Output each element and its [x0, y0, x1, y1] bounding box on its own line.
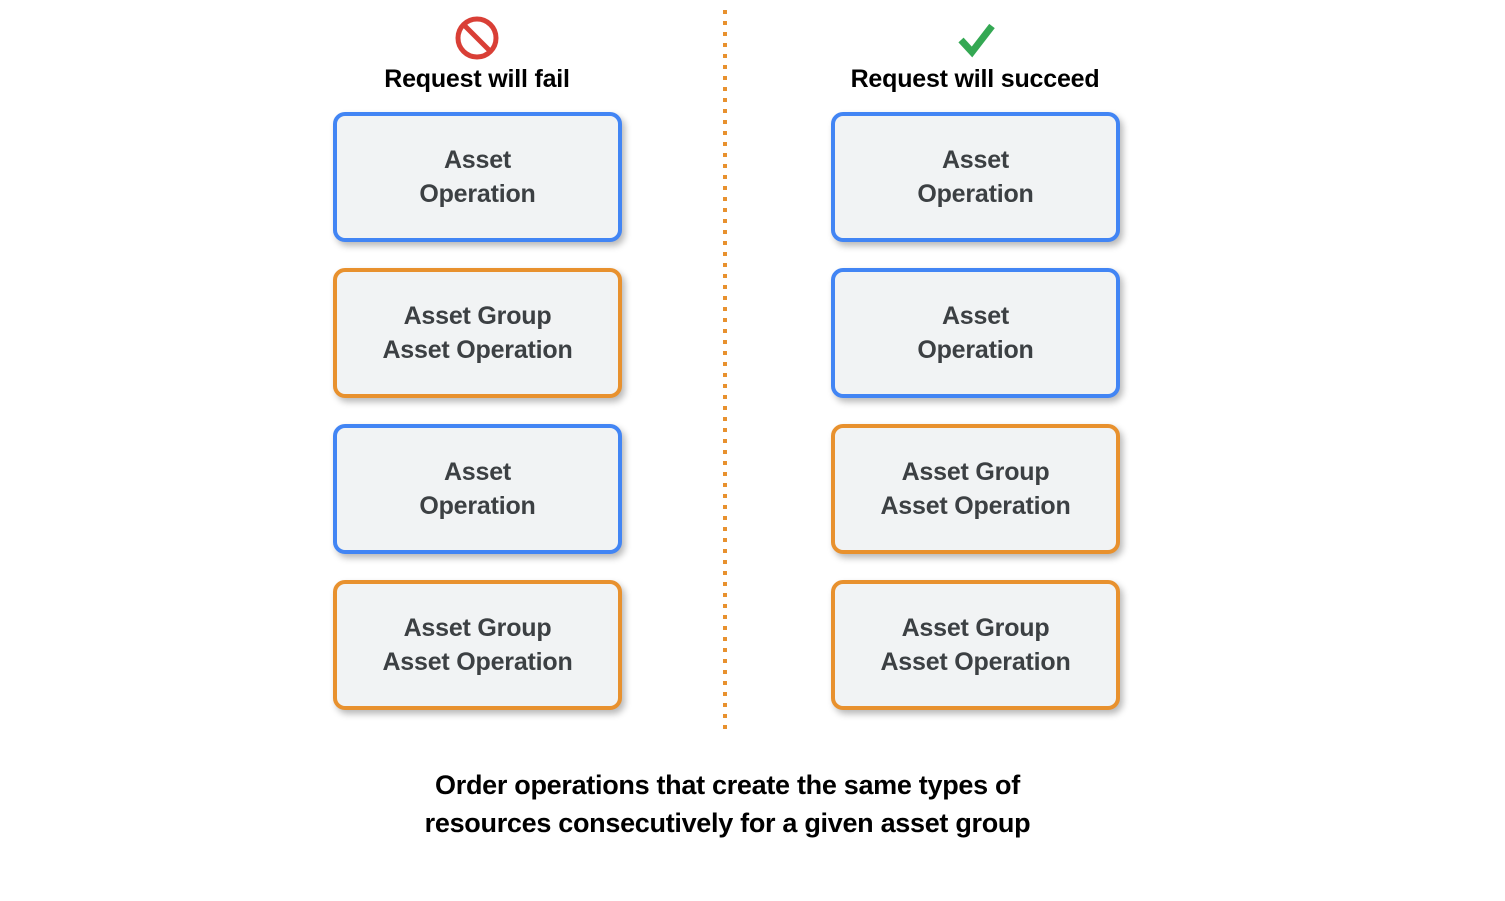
column-header-fail: Request will fail — [327, 14, 627, 94]
diagram-caption: Order operations that create the same ty… — [424, 770, 1031, 839]
operation-box-label: Asset Group Asset Operation — [880, 457, 1071, 521]
operation-box-label: Asset Group Asset Operation — [880, 613, 1071, 677]
operation-box-label: Asset Operation — [419, 457, 536, 521]
box-stack-fail: Asset Operation Asset Group Asset Operat… — [333, 112, 622, 710]
operation-box[interactable]: Asset Operation — [831, 268, 1120, 398]
operation-box[interactable]: Asset Group Asset Operation — [333, 580, 622, 710]
operation-box-label: Asset Group Asset Operation — [382, 301, 573, 365]
column-title-succeed: Request will succeed — [850, 65, 1100, 93]
column-divider — [723, 10, 727, 735]
operation-box[interactable]: Asset Operation — [333, 424, 622, 554]
operation-box[interactable]: Asset Group Asset Operation — [333, 268, 622, 398]
operation-box[interactable]: Asset Operation — [831, 112, 1120, 242]
operation-box-label: Asset Group Asset Operation — [382, 613, 573, 677]
column-header-succeed: Request will succeed — [825, 14, 1125, 94]
operation-box[interactable]: Asset Group Asset Operation — [831, 580, 1120, 710]
checkmark-icon — [958, 23, 995, 58]
column-title-fail: Request will fail — [384, 65, 570, 93]
box-stack-succeed: Asset Operation Asset Operation Asset Gr… — [831, 112, 1120, 710]
prohibition-icon — [455, 16, 499, 60]
operation-box[interactable]: Asset Group Asset Operation — [831, 424, 1120, 554]
operation-box[interactable]: Asset Operation — [333, 112, 622, 242]
operation-box-label: Asset Operation — [419, 145, 536, 209]
operation-box-label: Asset Operation — [917, 145, 1034, 209]
operation-box-label: Asset Operation — [917, 301, 1034, 365]
